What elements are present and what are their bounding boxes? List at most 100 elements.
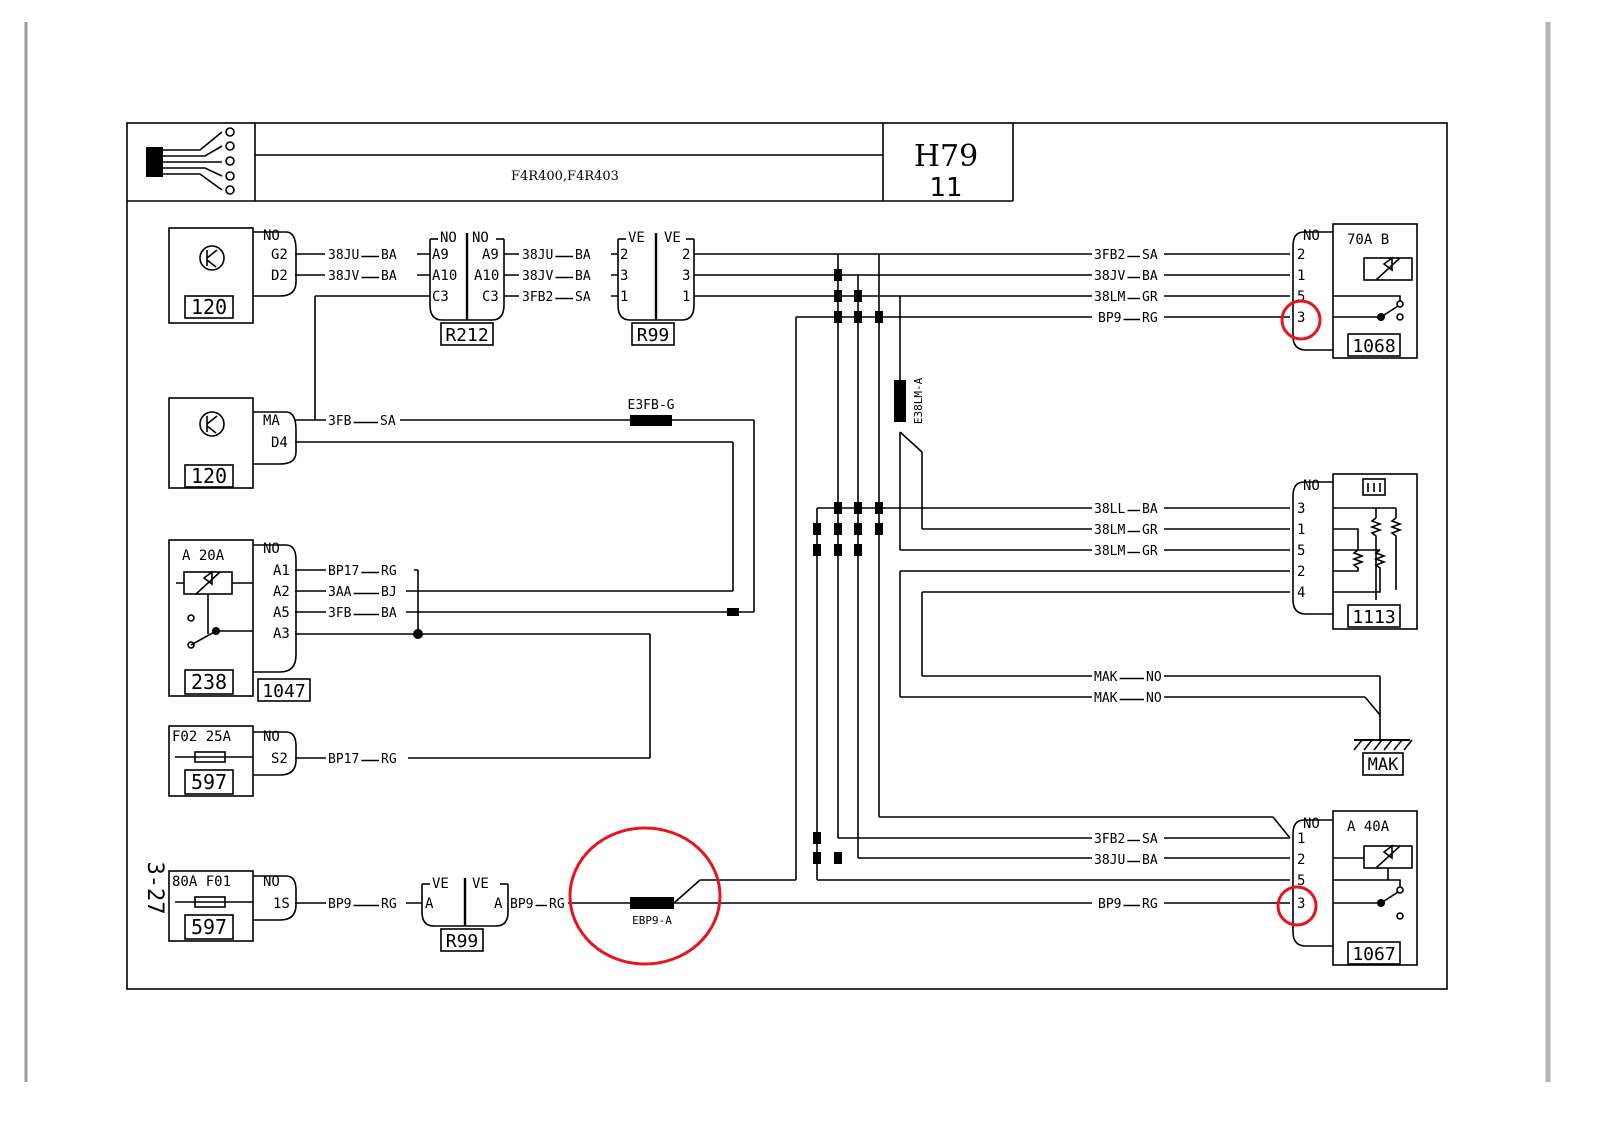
svg-text:R99: R99 bbox=[446, 931, 479, 952]
svg-text:1: 1 bbox=[1297, 268, 1305, 284]
svg-text:1113: 1113 bbox=[1352, 607, 1395, 628]
svg-text:C3: C3 bbox=[482, 289, 499, 305]
svg-text:RG: RG bbox=[549, 897, 565, 912]
svg-text:BJ: BJ bbox=[381, 585, 397, 600]
svg-text:A3: A3 bbox=[273, 626, 290, 642]
svg-text:GR: GR bbox=[1142, 290, 1158, 305]
svg-text:4: 4 bbox=[1297, 585, 1305, 601]
wire-label: 38JV bbox=[522, 269, 553, 284]
highlight-circle-splice bbox=[568, 826, 722, 966]
wire-label: BP9 bbox=[1098, 897, 1121, 912]
svg-text:238: 238 bbox=[191, 670, 227, 694]
wire-label: 38LM bbox=[1094, 523, 1125, 538]
wire-label: 3FB2 bbox=[1094, 248, 1125, 263]
sheet-code: H79 bbox=[914, 139, 978, 174]
svg-text:G2: G2 bbox=[271, 247, 288, 263]
component-597-f01: 80A F01 597 NO 1S bbox=[168, 870, 297, 942]
svg-text:VE: VE bbox=[628, 230, 645, 246]
svg-text:80A F01: 80A F01 bbox=[172, 874, 231, 890]
svg-text:C3: C3 bbox=[432, 289, 449, 305]
svg-text:2: 2 bbox=[620, 247, 628, 263]
connector-r212: NO A9 A10 C3 NO A9 A10 C3 R212 bbox=[429, 230, 505, 346]
junction-dot bbox=[413, 629, 423, 639]
svg-text:2: 2 bbox=[682, 247, 690, 263]
svg-text:VE: VE bbox=[432, 876, 449, 892]
fuse-icon bbox=[175, 896, 253, 908]
svg-text:F02 25A: F02 25A bbox=[172, 729, 232, 745]
connector-r99-bottom: VE A VE A R99 bbox=[421, 876, 509, 952]
svg-text:NO: NO bbox=[1146, 691, 1162, 706]
wire-label: 3FB bbox=[328, 414, 352, 429]
wire-label: 38JU bbox=[328, 248, 359, 263]
svg-text:NO: NO bbox=[1303, 478, 1320, 494]
relay-coil-icon bbox=[176, 570, 253, 649]
svg-text:597: 597 bbox=[191, 915, 227, 939]
svg-text:5: 5 bbox=[1297, 543, 1305, 559]
component-1067-relay: A 40A 1067 NO 1 2 5 3 bbox=[1292, 810, 1418, 966]
highlight-circle-1067-pin3 bbox=[1276, 885, 1318, 927]
svg-text:RG: RG bbox=[381, 752, 397, 767]
ground-icon bbox=[1353, 739, 1413, 751]
svg-text:3: 3 bbox=[1297, 501, 1305, 517]
svg-text:E38LM-A: E38LM-A bbox=[912, 377, 925, 424]
svg-text:NO: NO bbox=[263, 541, 280, 557]
component-1068-relay: 70A B 1068 NO 2 1 5 3 bbox=[1292, 223, 1418, 359]
svg-text:SA: SA bbox=[1142, 248, 1158, 263]
svg-text:EBP9-A: EBP9-A bbox=[632, 914, 672, 927]
svg-text:A 20A: A 20A bbox=[182, 548, 225, 564]
sheet-number: 11 bbox=[929, 173, 962, 203]
svg-text:NO: NO bbox=[1303, 228, 1320, 244]
svg-text:1068: 1068 bbox=[1352, 336, 1395, 357]
svg-text:1S: 1S bbox=[273, 896, 290, 912]
svg-text:1: 1 bbox=[1297, 831, 1305, 847]
splice-e38lm: E38LM-A bbox=[894, 377, 925, 424]
svg-text:BA: BA bbox=[1142, 502, 1158, 517]
splice-ebp9: EBP9-A bbox=[630, 897, 674, 927]
svg-text:RG: RG bbox=[381, 897, 397, 912]
component-120-g2: 120 NO G2 D2 bbox=[168, 227, 297, 324]
svg-text:A: A bbox=[425, 896, 434, 912]
wire-label: 38LL bbox=[1094, 502, 1125, 517]
svg-text:SA: SA bbox=[575, 290, 591, 305]
svg-text:SA: SA bbox=[1142, 832, 1158, 847]
component-238-relay: A 20A 238 1047 NO A1 A2 A5 A3 bbox=[168, 539, 311, 702]
svg-text:1: 1 bbox=[1297, 522, 1305, 538]
svg-text:NO: NO bbox=[1146, 670, 1162, 685]
svg-text:3: 3 bbox=[682, 268, 690, 284]
svg-text:A5: A5 bbox=[273, 605, 290, 621]
crossover-marks bbox=[727, 269, 883, 864]
component-120-d4: 120 MA D4 bbox=[168, 397, 297, 489]
wire-label: 38JV bbox=[328, 269, 359, 284]
svg-text:BA: BA bbox=[381, 606, 397, 621]
wire-label: 3FB2 bbox=[522, 290, 553, 305]
svg-text:VE: VE bbox=[664, 230, 681, 246]
svg-text:1047: 1047 bbox=[262, 681, 305, 702]
svg-text:A: A bbox=[494, 896, 503, 912]
sensor-symbol-icon bbox=[199, 411, 225, 437]
relay-coil-icon bbox=[1333, 844, 1413, 920]
wire-label: 38JU bbox=[1094, 853, 1125, 868]
svg-text:120: 120 bbox=[191, 464, 227, 488]
svg-text:A9: A9 bbox=[482, 247, 499, 263]
wire-label: BP17 bbox=[328, 564, 359, 579]
svg-text:1: 1 bbox=[620, 289, 628, 305]
splice-e3fb: E3FB-G bbox=[628, 398, 675, 426]
svg-text:NO: NO bbox=[263, 874, 280, 890]
wire-label: BP9 bbox=[328, 897, 351, 912]
svg-text:NO: NO bbox=[472, 230, 489, 246]
svg-text:1067: 1067 bbox=[1352, 944, 1395, 965]
svg-text:GR: GR bbox=[1142, 544, 1158, 559]
harness-logo-icon bbox=[146, 127, 235, 195]
wire-label: BP9 bbox=[1098, 311, 1121, 326]
svg-text:VE: VE bbox=[472, 876, 489, 892]
svg-text:R212: R212 bbox=[445, 325, 488, 346]
svg-text:5: 5 bbox=[1297, 873, 1305, 889]
svg-text:D2: D2 bbox=[271, 268, 288, 284]
wire-label: BP17 bbox=[328, 752, 359, 767]
svg-text:597: 597 bbox=[191, 770, 227, 794]
wire-label: MAK bbox=[1094, 691, 1118, 706]
svg-text:70A B: 70A B bbox=[1347, 232, 1389, 248]
wire-label: MAK bbox=[1094, 670, 1118, 685]
